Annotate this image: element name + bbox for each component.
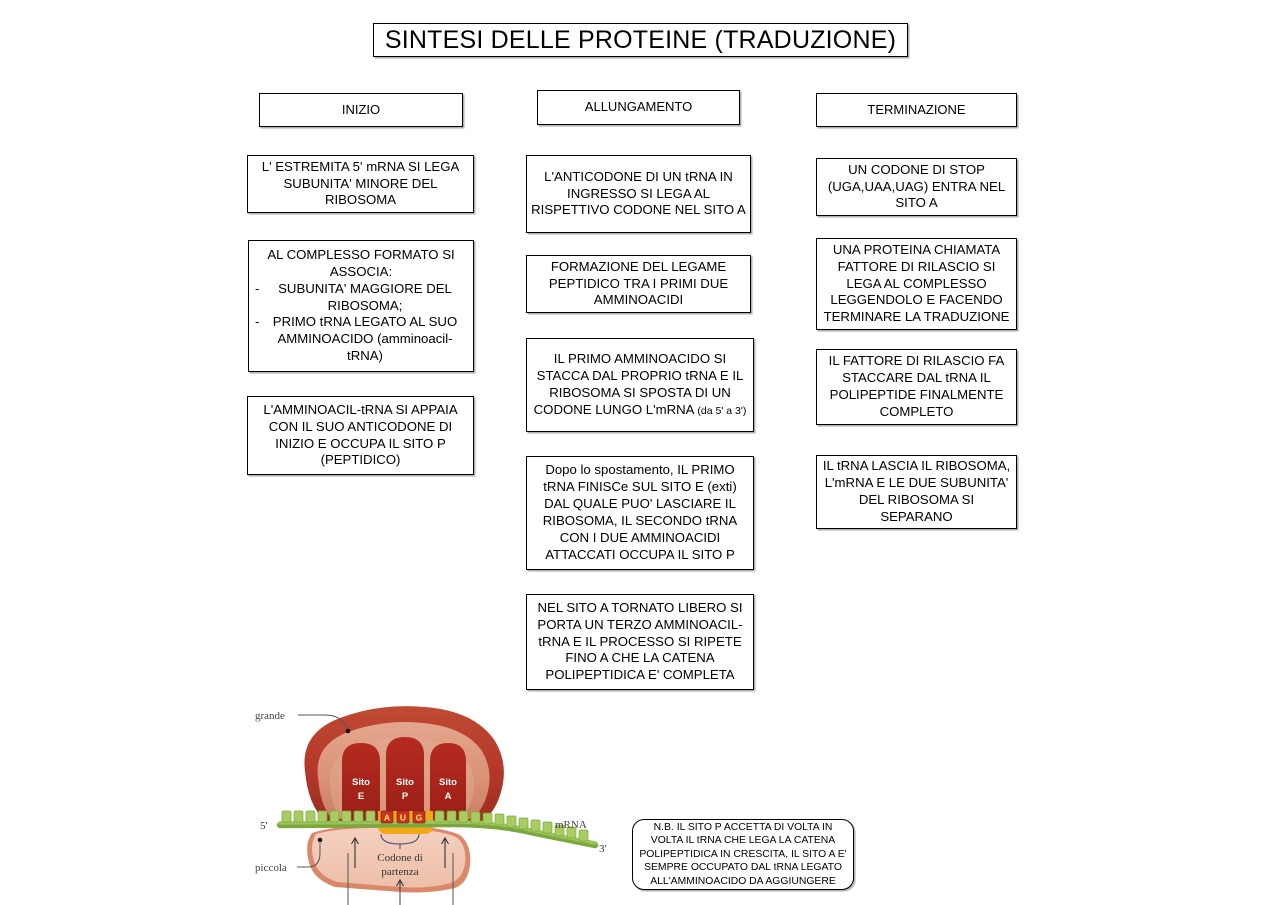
- site-p-pocket: [386, 737, 424, 821]
- ribosome-sites: [342, 737, 466, 821]
- phase-header-allungamento: ALLUNGAMENTO: [537, 90, 740, 125]
- bullet-dash-icon: -: [255, 314, 260, 330]
- phase-header-terminazione-label: TERMINAZIONE: [867, 101, 966, 117]
- inizio-step-1: L' ESTREMITA 5' mRNA SI LEGA SUBUNITA' M…: [247, 155, 474, 213]
- inizio-step-2-intro: AL COMPLESSO FORMATO SI ASSOCIA:: [267, 246, 455, 279]
- start-codon-brace: [380, 833, 420, 849]
- inizio-step-2: AL COMPLESSO FORMATO SI ASSOCIA: - SUBUN…: [248, 240, 474, 372]
- note-box: N.B. IL SITO P ACCETTA DI VOLTA IN VOLTA…: [632, 819, 854, 890]
- site-p-label-line2: P: [402, 791, 409, 802]
- site-a-pocket: [430, 743, 466, 821]
- allungamento-step-4-text: Dopo lo spostamento, IL PRIMO tRNA FINIS…: [542, 462, 738, 562]
- inizio-step-2-bullet-2-text: PRIMO tRNA LEGATO AL SUO AMMINOACIDO (am…: [272, 314, 458, 364]
- label-grande-leader: [298, 714, 351, 734]
- inizio-step-2-list: AL COMPLESSO FORMATO SI ASSOCIA: - SUBUN…: [249, 247, 473, 365]
- phase-header-inizio: INIZIO: [259, 93, 463, 127]
- terminazione-step-4: IL tRNA LASCIA IL RIBOSOMA, L'mRNA E LE …: [816, 455, 1017, 529]
- site-e-label-line1: Sito: [352, 777, 370, 788]
- page-title-text: SINTESI DELLE PROTEINE (TRADUZIONE): [384, 26, 897, 54]
- label-codone-partenza-line2: partenza: [381, 866, 418, 878]
- phase-header-allungamento-label: ALLUNGAMENTO: [584, 99, 693, 115]
- inizio-step-3-text: L'AMMINOACIL-tRNA SI APPAIA CON IL SUO A…: [263, 401, 458, 468]
- allungamento-step-2: FORMAZIONE DEL LEGAME PEPTIDICO TRA I PR…: [526, 255, 751, 313]
- ribosome-diagram: Sito E Sito P Sito A: [250, 693, 630, 905]
- inizio-step-2-bullet-1-text: SUBUNITA' MAGGIORE DEL RIBOSOMA;: [278, 280, 452, 313]
- terminazione-step-3-text: IL FATTORE DI RILASCIO FA STACCARE DAL t…: [828, 353, 1005, 419]
- bottom-stems: [347, 853, 454, 905]
- terminazione-step-2: UNA PROTEINA CHIAMATA FATTORE DI RILASCI…: [816, 238, 1017, 330]
- allungamento-step-1-text: L'ANTICODONE DI UN tRNA IN INGRESSO SI L…: [531, 168, 746, 218]
- codon-base-u: U: [400, 813, 406, 823]
- allungamento-step-3-note: (da 5' a 3'): [697, 404, 747, 417]
- codon-base-g: G: [416, 813, 423, 823]
- allungamento-step-1: L'ANTICODONE DI UN tRNA IN INGRESSO SI L…: [526, 155, 751, 233]
- bullet-dash-icon: -: [255, 280, 260, 296]
- allungamento-step-3-text: IL PRIMO AMMINOACIDO SI STACCA DAL PROPR…: [533, 351, 744, 417]
- allungamento-step-3-body: IL PRIMO AMMINOACIDO SI STACCA DAL PROPR…: [527, 351, 753, 419]
- terminazione-step-1: UN CODONE DI STOP (UGA,UAA,UAG) ENTRA NE…: [816, 158, 1017, 216]
- label-piccola-leader: [297, 837, 323, 868]
- inizio-step-3: L'AMMINOACIL-tRNA SI APPAIA CON IL SUO A…: [247, 396, 474, 475]
- phase-header-terminazione: TERMINAZIONE: [816, 93, 1017, 127]
- inizio-step-2-bullet-1: - SUBUNITA' MAGGIORE DEL RIBOSOMA;: [253, 281, 469, 315]
- terminazione-step-3: IL FATTORE DI RILASCIO FA STACCARE DAL t…: [816, 349, 1017, 425]
- allungamento-step-5-text: NEL SITO A TORNATO LIBERO SI PORTA UN TE…: [537, 599, 743, 683]
- label-grande: grande: [255, 710, 285, 722]
- allungamento-step-5: NEL SITO A TORNATO LIBERO SI PORTA UN TE…: [526, 594, 754, 690]
- phase-header-inizio-label: INIZIO: [341, 101, 381, 117]
- label-piccola: piccola: [255, 862, 287, 874]
- site-e-label-line2: E: [358, 791, 364, 802]
- note-text: N.B. IL SITO P ACCETTA DI VOLTA IN VOLTA…: [639, 821, 847, 887]
- label-codone-partenza-line1: Codone di: [377, 852, 423, 864]
- page-title: SINTESI DELLE PROTEINE (TRADUZIONE): [373, 23, 908, 57]
- codon-aug: A U G: [380, 810, 426, 824]
- codon-base-a: A: [384, 813, 390, 823]
- site-a-label-line2: A: [445, 791, 452, 802]
- label-five-prime: 5': [260, 820, 268, 832]
- inizio-step-1-text: L' ESTREMITA 5' mRNA SI LEGA SUBUNITA' M…: [261, 158, 460, 208]
- mrna-strand: A U G: [276, 810, 599, 849]
- terminazione-step-1-text: UN CODONE DI STOP (UGA,UAA,UAG) ENTRA NE…: [827, 161, 1006, 211]
- site-a-label-line1: Sito: [439, 777, 457, 788]
- terminazione-step-2-text: UNA PROTEINA CHIAMATA FATTORE DI RILASCI…: [823, 241, 1010, 325]
- allungamento-step-2-text: FORMAZIONE DEL LEGAME PEPTIDICO TRA I PR…: [548, 258, 729, 308]
- site-p-label-line1: Sito: [396, 777, 414, 788]
- terminazione-step-4-text: IL tRNA LASCIA IL RIBOSOMA, L'mRNA E LE …: [822, 458, 1011, 524]
- allungamento-step-3: IL PRIMO AMMINOACIDO SI STACCA DAL PROPR…: [526, 338, 754, 432]
- label-three-prime: 3': [599, 843, 607, 855]
- allungamento-step-4: Dopo lo spostamento, IL PRIMO tRNA FINIS…: [526, 456, 754, 570]
- label-mrna: mRNA: [555, 819, 587, 831]
- inizio-step-2-bullet-2: - PRIMO tRNA LEGATO AL SUO AMMINOACIDO (…: [253, 314, 469, 365]
- site-e-pocket: [342, 743, 380, 821]
